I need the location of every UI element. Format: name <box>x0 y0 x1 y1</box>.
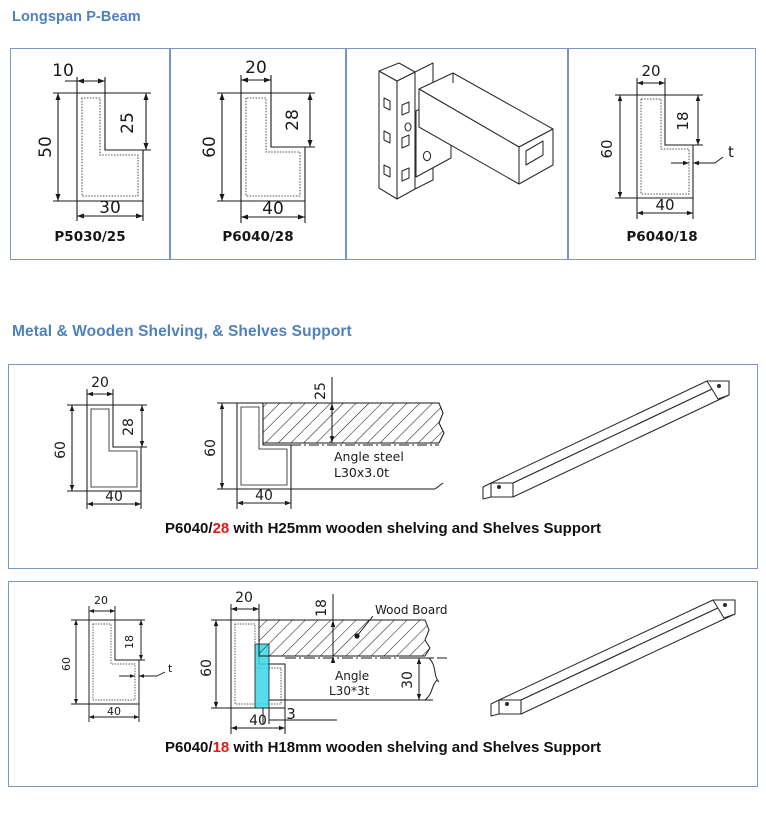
dim-left: 60 <box>53 441 69 459</box>
dim-top: 20 <box>91 375 109 391</box>
caption-suffix: with H25mm wooden shelving and Shelves S… <box>229 520 601 537</box>
shelving-panel-18-caption: P6040/18 with H18mm wooden shelving and … <box>9 739 757 756</box>
dim-top: 20 <box>94 594 108 607</box>
dim-bottom: 30 <box>99 198 121 218</box>
p6040-28-drawing: 20 60 28 40 <box>193 53 343 228</box>
dim-width: 40 <box>249 713 267 729</box>
profile-cell-p6040-28: 20 60 28 40 P6040/28 <box>171 49 345 259</box>
dim-bottom: 40 <box>107 705 121 718</box>
dim-left: 60 <box>60 657 73 671</box>
angle-note-line2: L30*3t <box>329 684 370 698</box>
shelf-support-bar-3d-18 <box>487 594 752 724</box>
dim-inner: 25 <box>118 112 138 134</box>
dim-gap: 3 <box>286 705 296 723</box>
dim-inner: 18 <box>674 111 692 130</box>
dim-height: 60 <box>199 659 215 677</box>
caption-suffix: with H18mm wooden shelving and Shelves S… <box>229 739 601 756</box>
dim-bottom: 40 <box>105 489 123 505</box>
p5030-25-drawing: 10 50 25 30 <box>25 55 165 225</box>
dim-top: 20 <box>245 58 267 78</box>
dim-top: 20 <box>641 62 660 80</box>
dim-bottom: 40 <box>262 199 284 219</box>
shelving-panel-28: 20 60 28 40 <box>8 364 758 569</box>
dim-inner: 18 <box>123 635 136 649</box>
profile-caption: P6040/18 <box>626 229 698 245</box>
dim-height: 60 <box>203 439 219 457</box>
profile-caption: P5030/25 <box>54 229 126 245</box>
caption-highlight: 28 <box>212 520 230 537</box>
table-divider <box>567 49 569 259</box>
p6040-18-profile-drawing: 20 60 18 t 40 <box>57 592 197 727</box>
caption-highlight: 18 <box>212 739 230 756</box>
shelving-panel-28-caption: P6040/28 with H25mm wooden shelving and … <box>9 520 757 537</box>
table-divider <box>169 49 171 259</box>
dim-left: 60 <box>598 139 616 158</box>
profile-cell-3d-beam <box>347 49 567 259</box>
dim-board-thickness: 25 <box>313 382 329 400</box>
dim-inner: 28 <box>121 418 137 436</box>
shelving-assembly-18-drawing: 60 20 18 30 3 40 Wood Board Angle L30*3t <box>197 588 487 738</box>
wood-board-label: Wood Board <box>375 603 448 617</box>
dim-thickness: t <box>728 143 734 161</box>
dim-inner: 28 <box>283 109 303 131</box>
angle-note-line1: Angle <box>335 669 369 683</box>
p6040-28-profile-drawing: 20 60 28 40 <box>49 373 199 513</box>
table-divider <box>345 49 347 259</box>
shelving-assembly-28-drawing: 60 25 40 Angle steel L30x3.0t <box>199 369 469 514</box>
section-title-shelving: Metal & Wooden Shelving, & Shelves Suppo… <box>12 323 352 340</box>
longspan-profile-table: 10 50 25 30 P5030/25 <box>10 48 756 260</box>
caption-prefix: P6040/ <box>165 520 213 537</box>
p6040-18-drawing: 20 60 18 t 40 <box>585 53 753 228</box>
dim-top: 20 <box>235 590 253 606</box>
angle-steel-note-line1: Angle steel <box>334 449 404 464</box>
dim-left: 50 <box>36 136 56 158</box>
profile-cell-p5030-25: 10 50 25 30 P5030/25 <box>11 49 169 259</box>
profile-cell-p6040-18: 20 60 18 t 40 P6040/18 <box>569 49 755 259</box>
beam-bracket-3d-view <box>353 53 567 223</box>
shelving-panel-18: 20 60 18 t 40 <box>8 581 758 787</box>
angle-steel-note-line2: L30x3.0t <box>334 465 389 480</box>
dim-top: 10 <box>52 61 74 81</box>
dim-angle-height: 30 <box>400 671 416 689</box>
section-title-longspan: Longspan P-Beam <box>12 9 141 25</box>
dim-thickness: t <box>168 662 173 675</box>
profile-caption: P6040/28 <box>222 229 294 245</box>
shelf-support-bar-3d-28 <box>479 375 744 505</box>
dim-board-thickness: 18 <box>314 599 330 617</box>
caption-prefix: P6040/ <box>165 739 213 756</box>
dim-width: 40 <box>255 488 273 504</box>
dim-bottom: 40 <box>655 196 674 214</box>
dim-left: 60 <box>200 136 220 158</box>
